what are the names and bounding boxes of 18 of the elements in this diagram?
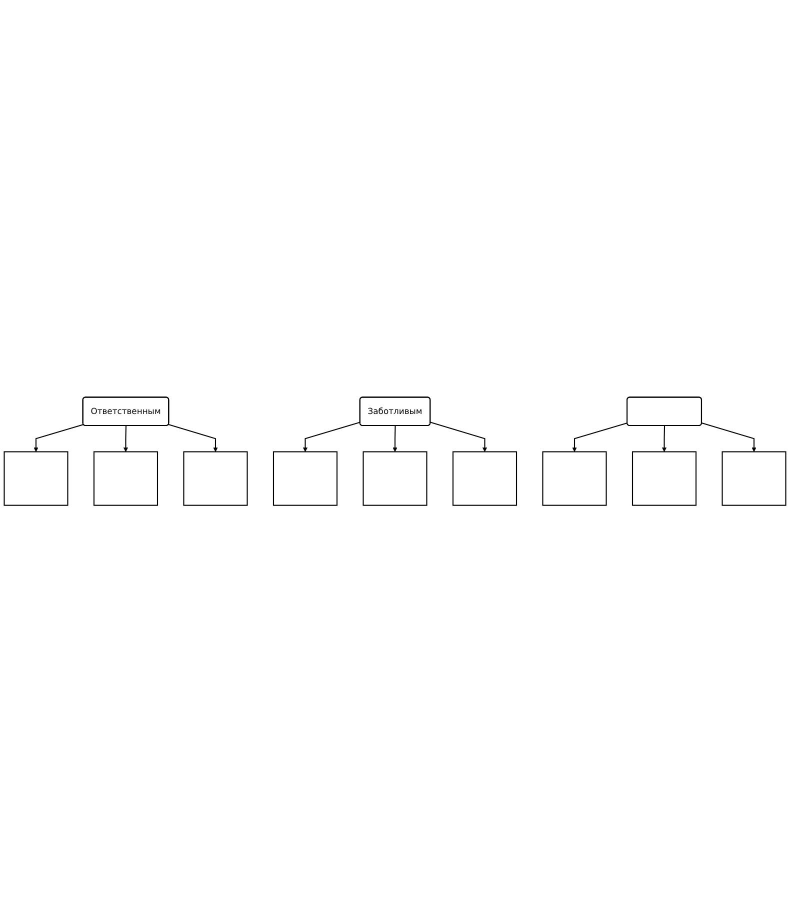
arrow (702, 422, 756, 452)
arrow (302, 422, 360, 452)
arrow (662, 426, 667, 452)
arrow (430, 422, 488, 452)
node-box (362, 451, 428, 506)
node-box (183, 451, 248, 506)
arrow (123, 426, 128, 452)
node-box (93, 451, 158, 506)
node-box (542, 451, 607, 506)
node-box (272, 451, 338, 506)
arrow (34, 424, 84, 452)
node-box (4, 451, 68, 506)
arrow (168, 424, 218, 452)
arrow (572, 422, 628, 452)
node-box (632, 451, 697, 506)
arrow (392, 426, 398, 452)
node-box (452, 451, 518, 506)
node-box (722, 451, 786, 506)
